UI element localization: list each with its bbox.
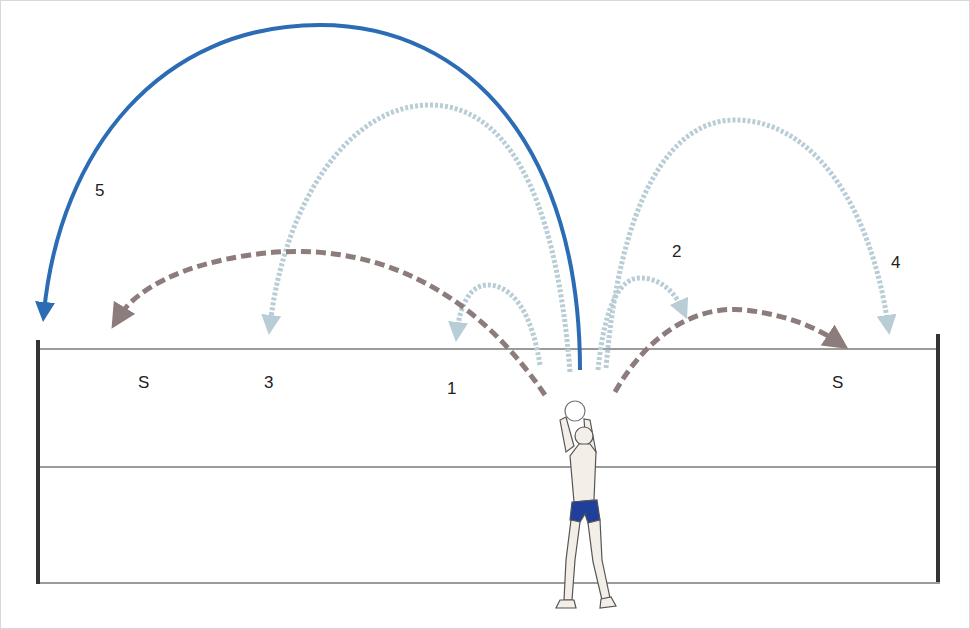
net-middle-line xyxy=(37,466,940,468)
set-trajectory-left xyxy=(118,251,545,395)
net-post xyxy=(36,340,40,584)
trajectory-2 xyxy=(598,278,683,370)
callout-number: 5 xyxy=(95,182,104,199)
trajectory-1 xyxy=(457,285,540,365)
set-trajectory-right xyxy=(615,309,838,392)
callout-number: 1 xyxy=(447,380,456,397)
target-letter: S xyxy=(138,374,149,391)
callout-number: 4 xyxy=(891,254,900,271)
net-bottom-line xyxy=(37,582,940,584)
target-letter: S xyxy=(832,374,843,391)
callout-number: 2 xyxy=(672,243,681,260)
net-post xyxy=(936,334,940,582)
trajectory-4 xyxy=(606,120,888,368)
net-top-line xyxy=(37,348,940,350)
setter-player xyxy=(556,401,616,608)
callout-number: 3 xyxy=(264,374,273,391)
trajectory-5 xyxy=(44,25,580,370)
